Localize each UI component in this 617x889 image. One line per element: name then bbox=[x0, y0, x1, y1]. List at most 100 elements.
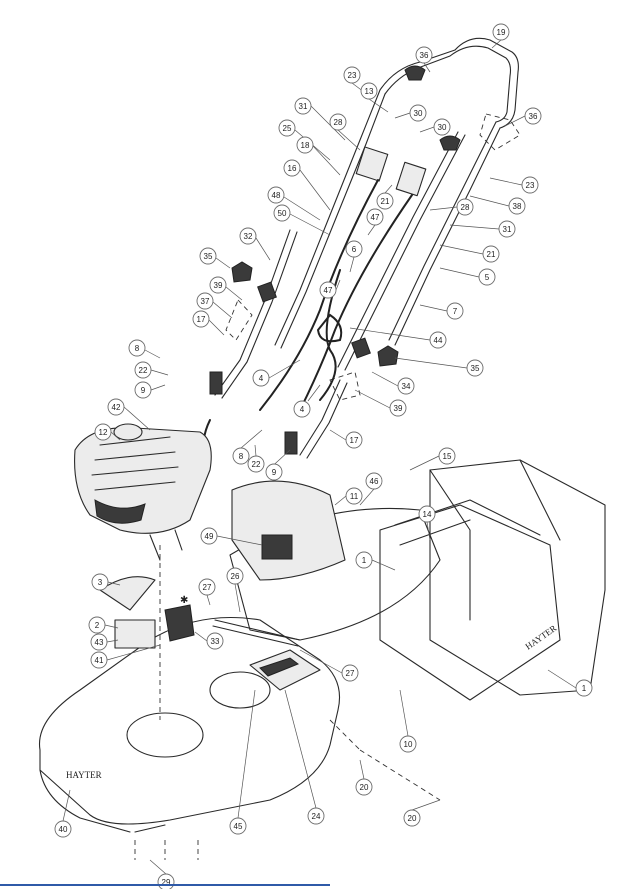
callout-31: 31 bbox=[498, 220, 516, 238]
leader-line bbox=[329, 429, 347, 441]
leader-line bbox=[399, 689, 409, 737]
lower-grip-right bbox=[284, 431, 298, 455]
callout-circle bbox=[355, 551, 373, 569]
callout-number: 19 bbox=[497, 28, 506, 37]
callout-6: 6 bbox=[345, 240, 363, 258]
callout-circle bbox=[446, 302, 464, 320]
callout-47: 47 bbox=[366, 208, 384, 226]
leader-line bbox=[337, 129, 361, 151]
control-cables bbox=[202, 179, 413, 461]
leader-line bbox=[439, 244, 484, 255]
callout-17: 17 bbox=[192, 310, 210, 328]
leader-line bbox=[104, 624, 119, 629]
callout-number: 47 bbox=[324, 286, 333, 295]
callout-circle bbox=[90, 651, 108, 669]
callout-circle bbox=[524, 107, 542, 125]
callout-number: 1 bbox=[582, 684, 587, 693]
callout-circle bbox=[418, 505, 436, 523]
leader-line bbox=[150, 384, 166, 391]
callout-circle bbox=[575, 679, 593, 697]
callout-1: 1 bbox=[575, 679, 593, 697]
leader-line bbox=[255, 237, 271, 261]
callout-18: 18 bbox=[296, 136, 314, 154]
callout-45: 45 bbox=[229, 817, 247, 835]
lower-grip-left bbox=[209, 371, 223, 395]
leader-line bbox=[107, 581, 121, 586]
callout-circle bbox=[365, 472, 383, 490]
callout-number: 1 bbox=[362, 556, 367, 565]
callout-circle bbox=[54, 820, 72, 838]
callout-28: 28 bbox=[456, 198, 474, 216]
callout-circle bbox=[403, 809, 421, 827]
callout-circle bbox=[456, 198, 474, 216]
callout-17: 17 bbox=[345, 431, 363, 449]
callout-43: 43 bbox=[90, 633, 108, 651]
leader-line bbox=[268, 359, 301, 379]
leader-line bbox=[371, 559, 396, 571]
callout-circle bbox=[294, 97, 312, 115]
leader-line bbox=[547, 669, 577, 689]
callout-4: 4 bbox=[252, 369, 270, 387]
callout-13: 13 bbox=[360, 82, 378, 100]
callout-circle bbox=[329, 113, 347, 131]
callout-32: 32 bbox=[239, 227, 257, 245]
leader-line bbox=[334, 495, 347, 506]
callout-circle bbox=[492, 23, 510, 41]
callout-26: 26 bbox=[226, 567, 244, 585]
leader-line bbox=[491, 39, 502, 49]
callout-circle bbox=[415, 46, 433, 64]
callout-circle bbox=[360, 82, 378, 100]
leader-line bbox=[312, 145, 341, 176]
callout-circle bbox=[209, 276, 227, 294]
callout-10: 10 bbox=[399, 735, 417, 753]
leader-line bbox=[489, 177, 523, 186]
callout-12: 12 bbox=[94, 423, 112, 441]
callout-circle bbox=[196, 292, 214, 310]
leader-line bbox=[289, 213, 331, 236]
leader-line bbox=[409, 455, 440, 471]
leader-line bbox=[449, 224, 500, 230]
callout-14: 14 bbox=[418, 505, 436, 523]
callout-circle bbox=[521, 176, 539, 194]
callout-35: 35 bbox=[199, 247, 217, 265]
callout-number: 8 bbox=[135, 344, 140, 353]
callout-number: 31 bbox=[503, 225, 512, 234]
leader-line bbox=[123, 406, 151, 431]
callout-circle bbox=[198, 578, 216, 596]
callout-circle bbox=[438, 447, 456, 465]
leader-line bbox=[439, 267, 480, 278]
height-adjust-lever bbox=[259, 657, 300, 677]
callout-34: 34 bbox=[397, 377, 415, 395]
callout-number: 23 bbox=[348, 71, 357, 80]
leader-line bbox=[349, 327, 431, 341]
leader-line bbox=[150, 369, 169, 376]
callout-23: 23 bbox=[521, 176, 539, 194]
mower-deck: HAYTER bbox=[38, 616, 341, 833]
callout-number: 15 bbox=[443, 452, 452, 461]
callout-36: 36 bbox=[415, 46, 433, 64]
callout-4: 4 bbox=[293, 400, 311, 418]
callout-20: 20 bbox=[355, 778, 373, 796]
callout-number: 17 bbox=[350, 436, 359, 445]
warning-label bbox=[261, 534, 293, 560]
callout-number: 9 bbox=[141, 386, 146, 395]
callout-circle bbox=[355, 778, 373, 796]
callout-37: 37 bbox=[196, 292, 214, 310]
callout-29: 29 bbox=[157, 873, 175, 889]
callout-number: 36 bbox=[420, 51, 429, 60]
callout-2: 2 bbox=[88, 616, 106, 634]
callout-number: 6 bbox=[352, 245, 357, 254]
callout-number: 28 bbox=[461, 203, 470, 212]
leader-line bbox=[212, 301, 233, 319]
leader-line bbox=[237, 689, 256, 819]
leader-line bbox=[110, 431, 121, 441]
callout-9: 9 bbox=[265, 463, 283, 481]
leader-line bbox=[419, 126, 435, 133]
callout-circle bbox=[273, 204, 291, 222]
callout-39: 39 bbox=[209, 276, 227, 294]
callout-35: 35 bbox=[466, 359, 484, 377]
callout-number: 22 bbox=[139, 366, 148, 375]
callout-circle bbox=[399, 735, 417, 753]
footer-rule bbox=[0, 884, 330, 886]
